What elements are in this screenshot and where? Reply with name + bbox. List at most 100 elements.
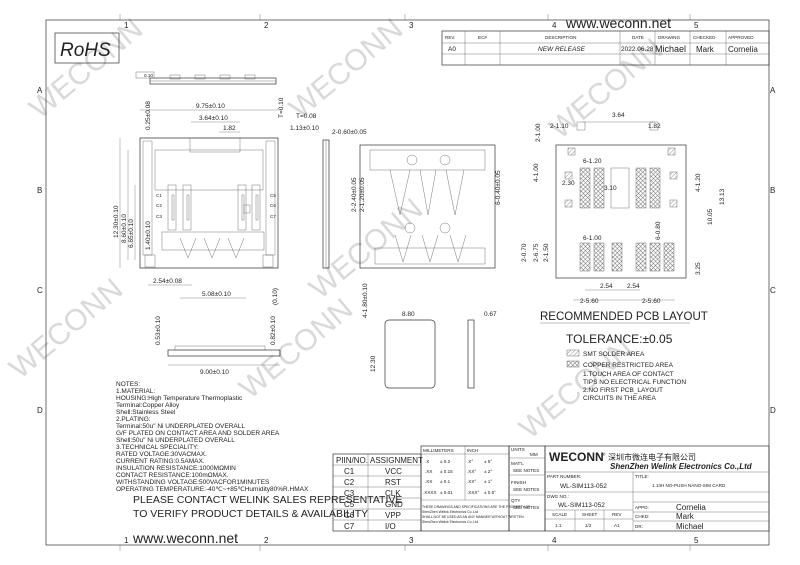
note-line: INSULATION RESISTANCE:1000MΩMIN	[116, 465, 236, 472]
zone-label: D	[770, 406, 776, 415]
qty-value: SEE NOTES	[513, 505, 539, 510]
svg-text:C7: C7	[270, 214, 276, 219]
dim-label: 1.82	[223, 125, 236, 132]
pcb-note: TIPS NO ELECTRICAL FUNCTION	[583, 379, 686, 386]
dim-label: 12.30	[370, 355, 377, 372]
rev-cell: Cornelia	[728, 45, 758, 54]
connector-side-profile: 9.00±0.10 0.53±0.10 0.82±0.10	[155, 316, 281, 376]
tol-cell: .XX	[425, 479, 432, 484]
dim-label: 2-0.60±0.05	[332, 129, 367, 136]
company-cn: 深圳市微连电子有限公司	[608, 452, 696, 462]
tol-cell: .XX	[425, 469, 432, 474]
rev-label: REV	[612, 512, 622, 517]
title-label: TITLE:	[635, 474, 649, 479]
dim-label: 5.08±0.10	[202, 291, 231, 298]
dim-label: 0.25±0.08	[145, 101, 152, 130]
appd-label: APPD:	[635, 505, 649, 510]
matl-label: MAT'L	[511, 461, 524, 466]
zone-label: 3	[409, 21, 414, 30]
legend-smt: SMT SOLDER AREA	[583, 351, 645, 358]
watermark: WECONN	[283, 12, 409, 125]
dim-label: 2-2.40±0.05	[351, 177, 358, 212]
dim-label: (0.10)	[272, 288, 279, 305]
rohs-box	[54, 32, 120, 64]
rev-cell: NEW RELEASE	[538, 46, 586, 53]
connector-top-strip: 0.10	[135, 71, 277, 85]
sim-card-outline: 8.80 12.30 0.67	[370, 311, 497, 389]
pin-header: PIIN/NO.	[336, 456, 368, 465]
note-line: WITHSTANDING VOLTAGE:500VACFOR1MINUTES	[116, 479, 270, 486]
tol-cell: ± 1°	[484, 479, 492, 484]
zone-label: C	[770, 286, 776, 295]
units-label: UNITS	[511, 447, 525, 452]
pcb-note: 2.NO FIRST PCB_LAYOUT	[583, 387, 663, 394]
dim-label: 2-6.75	[533, 243, 540, 262]
dim-label: 1.82	[648, 123, 661, 130]
dim-label: 1.13±0.10	[290, 125, 319, 132]
pin-signal: CLK	[385, 489, 401, 498]
note-line: HOUSING:High Temperature Thermoplastic	[116, 395, 243, 402]
legend-copper: COPPER RESTRICTED AREA	[583, 362, 674, 369]
dim-label: 3.25	[695, 262, 702, 275]
fine-print: ShenZhen Welink Electronics Co.,Ltd	[422, 510, 478, 514]
units-value: MM	[530, 452, 538, 457]
pcb-note: 1.TOUCH AREA OF CONTACT	[583, 371, 674, 378]
zone-label: B	[37, 186, 42, 195]
contact-line-1: PLEASE CONTACT WELINK SALES REPRESENTATI…	[133, 494, 402, 506]
tol-cell: ± 0.5°	[484, 490, 496, 495]
tol-cell: .XX°	[467, 479, 476, 484]
tolerance-table: MILLIMETERS INCH .X ± 0.2 .X° ± 5° .XX ±…	[420, 445, 530, 532]
title-value: 1.13H NO-PUSH NANO-SIM CARD	[652, 483, 726, 488]
tol-cell: ± 0.2	[440, 459, 451, 464]
note-line: RATED VOLTAGE:30VACMAX.	[116, 451, 207, 458]
dwg-label: DWG NO.:	[547, 494, 569, 499]
tol-cell: ± 0.1	[440, 479, 451, 484]
pin-assignment-table: PIIN/NO. ASSIGNMENT C1 VCC C2 RST C3 CLK…	[332, 453, 423, 532]
zone-label: 2	[264, 536, 269, 545]
pcb-tolerance: TOLERANCE:±0.05	[566, 332, 673, 346]
fine-print: THESE DRAWINGS AND SPECIFICATIONS ARE TH…	[422, 505, 530, 509]
dim-label: 2-1.20±0.05	[359, 177, 366, 212]
dim-label: 4-1.80±0.10	[362, 283, 369, 318]
note-line: 3.TECHNICAL SPECIALITY:	[116, 444, 199, 451]
pin-header: ASSIGNMENT	[370, 456, 423, 465]
tol-cell: ± 2°	[484, 469, 492, 474]
fine-print: SHALL NOT BE USED AS AN ANY MANNER WITHO…	[422, 515, 524, 519]
tol-cell: .X°	[467, 459, 473, 464]
appd-value: Cornelia	[676, 503, 706, 512]
rev-cell: Mark	[696, 45, 715, 54]
watermark-layer: WECONN WECONN WECONN WECONN WECONN WECON…	[3, 12, 669, 445]
tol-header: MILLIMETERS	[423, 448, 454, 453]
svg-text:C1: C1	[156, 193, 162, 198]
pin-no: C2	[344, 478, 355, 487]
svg-text:C6: C6	[270, 203, 276, 208]
zone-label: 5	[694, 21, 699, 30]
dim-label: 3.64±0.10	[199, 115, 228, 122]
scale-value: 1:1	[555, 523, 562, 528]
dim-label: 8.60±0.10	[121, 214, 128, 243]
note-line: NOTES:	[116, 381, 140, 388]
dim-label: 1.40±0.10	[145, 221, 152, 250]
dim-label: 10.05	[707, 208, 714, 225]
dr-value: Michael	[676, 522, 704, 531]
legend-copper-swatch	[566, 360, 580, 368]
rohs-mark: RoHS	[60, 40, 111, 61]
watermark: WECONN	[233, 292, 359, 405]
contact-line-2: TO VERIFY PRODUCT DETAILS & AVAILABILITY	[133, 508, 368, 520]
watermark: WECONN	[3, 272, 129, 385]
dim-label: 9.00±0.10	[200, 369, 229, 376]
tol-cell: .XXXX	[423, 490, 437, 495]
pin-signal: I/O	[385, 522, 396, 531]
rev-header: REV.	[445, 35, 455, 40]
tol-cell: ± 0.15	[440, 469, 453, 474]
zone-label: 4	[552, 536, 557, 545]
pcb-note: CIRCUITS IN THE AREA	[583, 395, 657, 402]
finish-value: SEE NOTES	[513, 487, 539, 492]
watermark: WECONN	[23, 12, 149, 125]
pin-signal: VPP	[385, 511, 401, 520]
zone-label: 1	[124, 21, 129, 30]
zone-label: 1	[124, 536, 129, 545]
rev-header: CHECKED	[693, 35, 716, 40]
rev-cell: 2022.06.28	[621, 46, 654, 53]
